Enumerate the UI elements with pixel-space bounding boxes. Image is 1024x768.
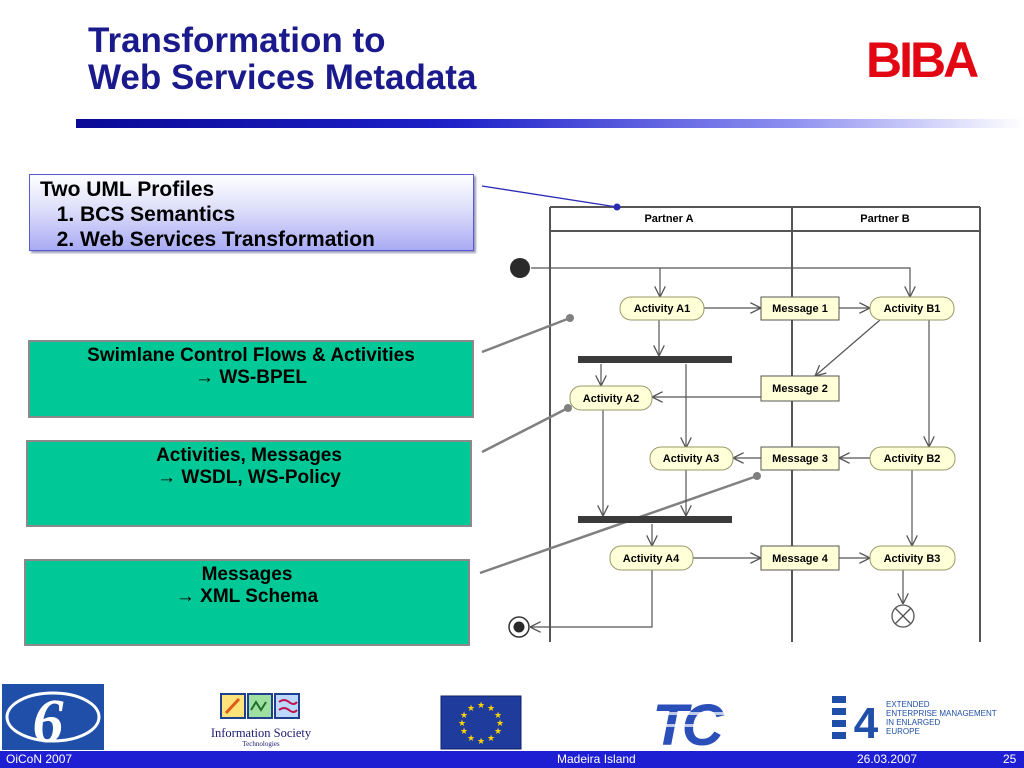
slide-title-line1: Transformation to xyxy=(88,21,386,60)
footer-page-number: 25 xyxy=(1003,752,1017,766)
svg-text:★: ★ xyxy=(460,726,468,736)
uml-profiles-callout: Two UML Profiles BCS Semantics Web Servi… xyxy=(29,174,474,251)
svg-text:★: ★ xyxy=(487,703,495,713)
message-2-label: Message 2 xyxy=(772,383,828,395)
e4-logo-line: EXTENDED xyxy=(886,700,930,709)
swimlane-callout-line1: Swimlane Control Flows & Activities xyxy=(87,345,415,366)
ist-logo-line2: Technologies xyxy=(242,740,279,748)
activity-b3-label: Activity B3 xyxy=(884,553,941,565)
lane-header-partner-b: Partner B xyxy=(860,213,910,225)
activities-callout-line2: → WSDL, WS-Policy xyxy=(157,467,341,488)
svg-text:6: 6 xyxy=(33,688,64,756)
e4-logo: 4 EXTENDED ENTERPRISE MANAGEMENT IN ENLA… xyxy=(832,696,997,748)
activity-a1-label: Activity A1 xyxy=(634,303,690,315)
activities-callout-line1: Activities, Messages xyxy=(156,445,342,466)
callout-connectors xyxy=(479,185,761,575)
activity-node xyxy=(649,446,734,471)
messages-callout-line2: → XML Schema xyxy=(175,586,319,607)
message-node xyxy=(760,446,840,471)
e4-logo-line: EUROPE xyxy=(886,727,920,736)
activity-node xyxy=(869,545,956,571)
message-4-label: Message 4 xyxy=(772,553,829,565)
activity-b2-label: Activity B2 xyxy=(884,453,941,465)
e4-logo-line: IN ENLARGED xyxy=(886,718,940,727)
svg-text:★: ★ xyxy=(460,710,468,720)
swimlane-callout: Swimlane Control Flows & Activities → WS… xyxy=(28,340,474,418)
activity-a2-label: Activity A2 xyxy=(583,393,639,405)
activity-b1-label: Activity B1 xyxy=(884,303,941,315)
svg-text:★: ★ xyxy=(477,736,485,746)
uml-profile-item: BCS Semantics xyxy=(80,202,473,227)
initial-node xyxy=(510,258,530,278)
slide-title-line2: Web Services Metadata xyxy=(88,58,477,97)
uml-profiles-heading: Two UML Profiles xyxy=(40,178,215,201)
ist-logo: Information Society Technologies xyxy=(211,693,312,748)
title-divider xyxy=(76,119,1024,128)
e4-logo-line: ENTERPRISE MANAGEMENT xyxy=(886,709,997,718)
flow-edges xyxy=(530,267,929,627)
lane-header-partner-a: Partner A xyxy=(644,213,693,225)
uml-profiles-list: BCS Semantics Web Services Transformatio… xyxy=(40,202,473,252)
message-node xyxy=(760,545,840,571)
message-3-label: Message 3 xyxy=(772,453,828,465)
svg-text:★: ★ xyxy=(477,700,485,710)
fork-bar xyxy=(578,356,732,363)
footer-conference: OiCoN 2007 xyxy=(6,752,73,766)
footer-bar: OiCoN 2007 Madeira Island 26.03.2007 25 xyxy=(0,751,1024,768)
join-bar xyxy=(578,516,732,523)
messages-callout-line1: Messages xyxy=(201,564,293,585)
activity-node xyxy=(869,296,955,321)
activities-callout: Activities, Messages → WSDL, WS-Policy xyxy=(26,440,472,527)
flow-final-node xyxy=(891,604,915,628)
footer-location: Madeira Island xyxy=(557,752,636,766)
activity-a4-label: Activity A4 xyxy=(623,553,680,565)
activity-node xyxy=(869,446,956,471)
message-node xyxy=(760,375,840,402)
svg-text:★: ★ xyxy=(494,710,502,720)
activity-node xyxy=(609,545,694,571)
messages-callout: Messages → XML Schema xyxy=(24,559,470,646)
ist-logo-line1: Information Society xyxy=(211,726,312,740)
footer-date: 26.03.2007 xyxy=(857,752,918,766)
svg-text:★: ★ xyxy=(467,703,475,713)
svg-text:4: 4 xyxy=(854,699,879,748)
activity-a3-label: Activity A3 xyxy=(663,453,719,465)
fp6-logo: 6 xyxy=(2,684,104,756)
message-1-label: Message 1 xyxy=(772,303,828,315)
svg-text:★: ★ xyxy=(487,733,495,743)
final-node xyxy=(508,616,530,638)
activity-node xyxy=(619,296,705,321)
swimlane-frame xyxy=(549,206,981,642)
svg-text:★: ★ xyxy=(496,718,504,728)
activity-node xyxy=(569,385,653,411)
slide-title: Transformation to Web Services Metadata xyxy=(88,22,476,96)
uml-profile-item: Web Services Transformation xyxy=(80,227,473,252)
biba-logo: BIBA xyxy=(866,32,979,88)
svg-text:★: ★ xyxy=(458,718,466,728)
eu-flag: ★ ★ ★ ★ ★ ★ ★ ★ ★ ★ ★ ★ xyxy=(440,695,522,750)
tc-logo: TC xyxy=(640,693,735,758)
svg-text:★: ★ xyxy=(494,726,502,736)
message-node xyxy=(760,296,840,321)
swimlane-callout-line2: → WS-BPEL xyxy=(195,367,307,388)
svg-text:★: ★ xyxy=(467,733,475,743)
